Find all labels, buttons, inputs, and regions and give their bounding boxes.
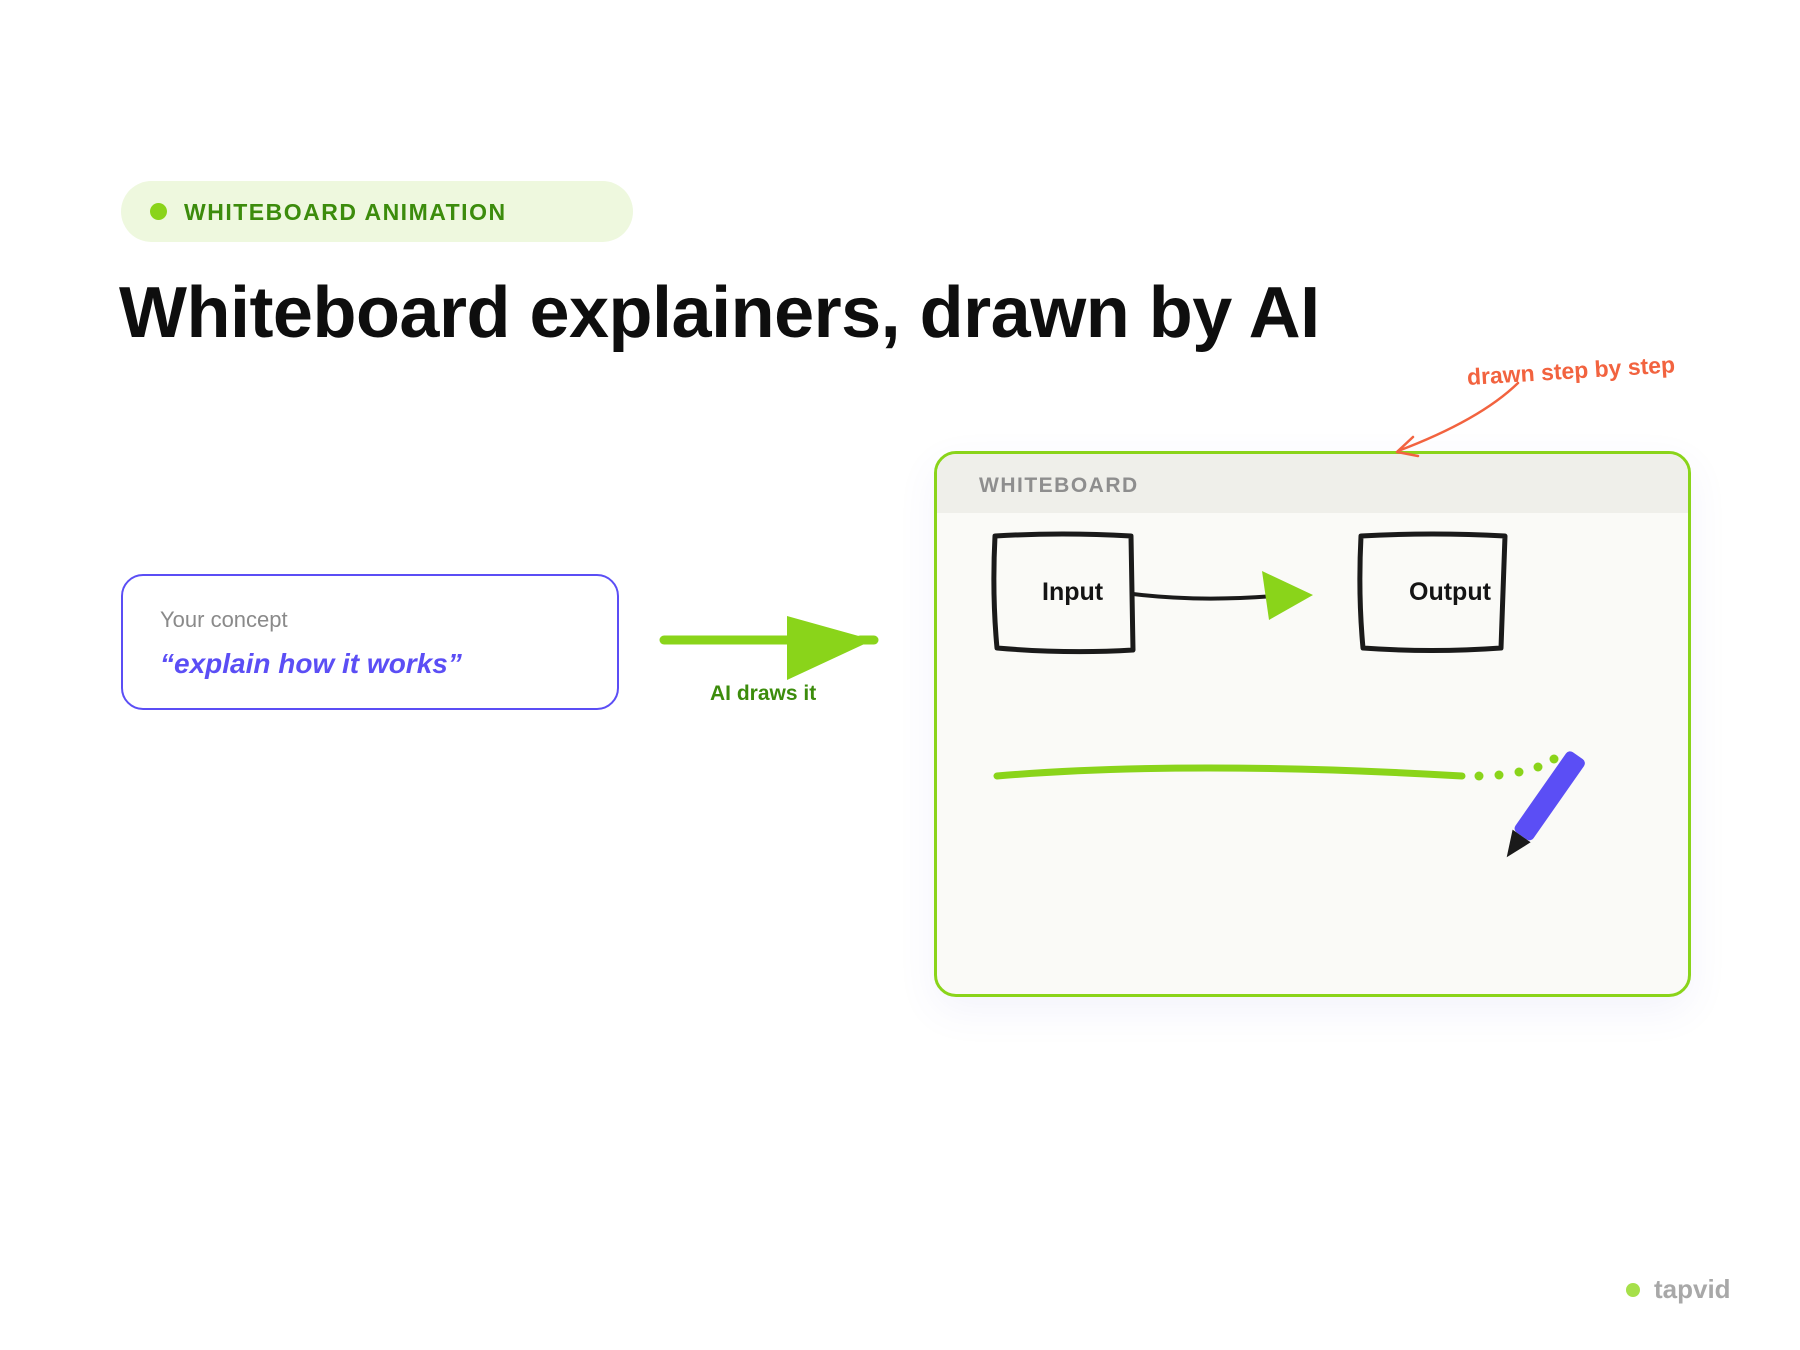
badge-label: WHITEBOARD ANIMATION bbox=[184, 199, 507, 225]
callout-arrowhead-icon bbox=[1395, 435, 1420, 458]
whiteboard-header: WHITEBOARD bbox=[937, 454, 1688, 513]
category-badge: WHITEBOARD ANIMATION bbox=[121, 181, 633, 242]
connector-line bbox=[1131, 592, 1277, 601]
badge-dot-icon bbox=[150, 203, 167, 220]
brand-dot-icon bbox=[1626, 1283, 1640, 1297]
concept-card: Your concept “explain how it works” bbox=[121, 574, 619, 710]
flow-arrowhead-icon bbox=[787, 616, 873, 680]
connector-arrowhead-icon bbox=[1262, 571, 1313, 620]
ai-draws-caption: AI draws it bbox=[710, 682, 817, 705]
whiteboard-drawing bbox=[991, 531, 1585, 858]
pencil-icon bbox=[1506, 751, 1585, 858]
page-title: Whiteboard explainers, drawn by AI bbox=[119, 273, 1320, 353]
output-node-label: Output bbox=[1409, 578, 1491, 606]
concept-label: Your concept bbox=[160, 607, 288, 632]
input-node-box bbox=[991, 531, 1136, 655]
whiteboard-title: WHITEBOARD bbox=[979, 474, 1139, 497]
dotted-trail bbox=[1474, 754, 1559, 781]
whiteboard-panel: WHITEBOARD Input Output bbox=[934, 451, 1691, 997]
concept-prompt: “explain how it works” bbox=[160, 648, 462, 679]
brand-logo: tapvid bbox=[1654, 1274, 1731, 1304]
callout-arrow bbox=[1396, 381, 1520, 453]
drawing-stroke bbox=[993, 764, 1466, 780]
output-node-box bbox=[1357, 531, 1508, 653]
input-node-label: Input bbox=[1042, 578, 1104, 606]
